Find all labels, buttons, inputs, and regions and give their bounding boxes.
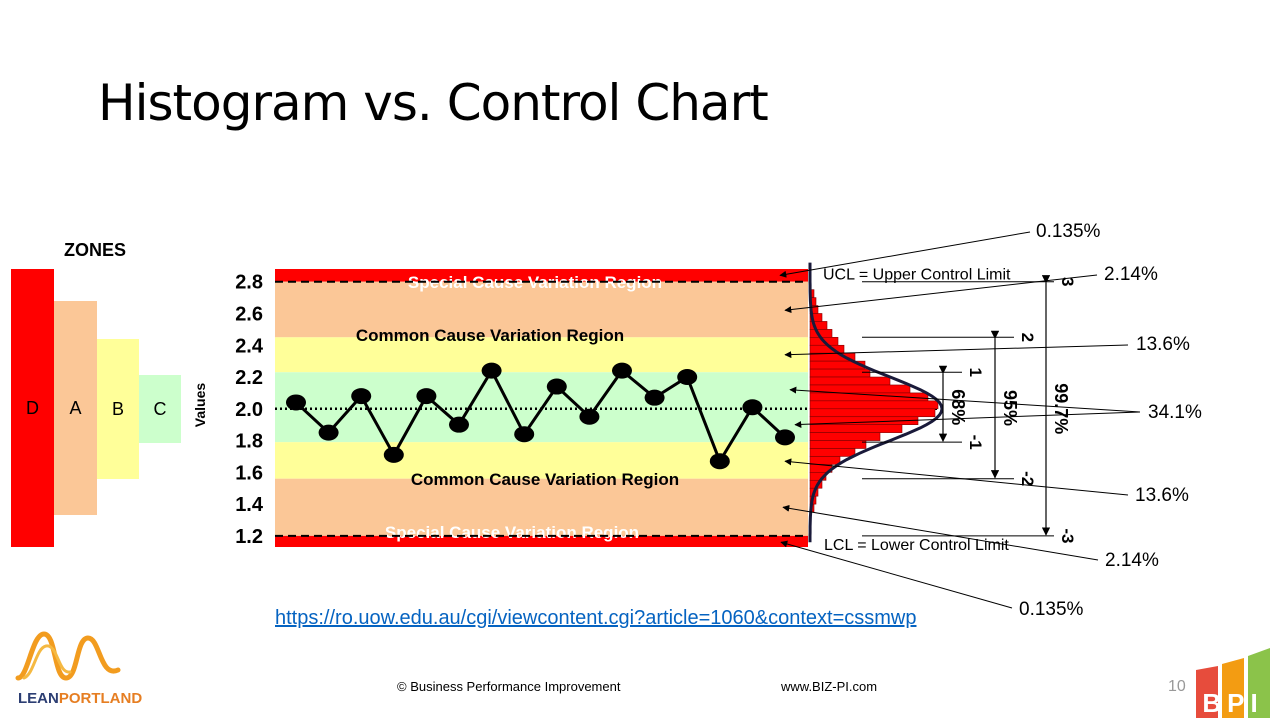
sigma-label-1: 2 — [1018, 333, 1037, 342]
annotation-arrow-5 — [784, 458, 1129, 496]
y-tick-label-1: 1.4 — [235, 494, 264, 516]
ucl-label: UCL = Upper Control Limit — [823, 267, 1011, 284]
data-point-10 — [612, 362, 632, 379]
histogram-bar-17 — [809, 424, 903, 433]
histogram-bar-11 — [809, 376, 891, 386]
zone-a: A — [54, 301, 97, 515]
histogram-bar-13 — [809, 392, 929, 402]
band-common_mid-2 — [275, 337, 808, 373]
band-common_outer-1 — [275, 281, 808, 338]
annotation-label-5: 13.6% — [1135, 485, 1189, 506]
data-point-15 — [775, 429, 795, 446]
annotation-arrow-4 — [794, 411, 1141, 428]
data-point-7 — [514, 426, 535, 443]
zone-c: C — [139, 375, 181, 443]
lcl-label: LCL = Lower Control Limit — [824, 537, 1009, 554]
annotation-arrow-3 — [789, 386, 1141, 413]
zone-b: B — [97, 339, 139, 479]
histogram-bar-18 — [809, 432, 881, 441]
y-tick-label-4: 2.0 — [235, 399, 263, 421]
sigma-label-0: 3 — [1058, 277, 1077, 286]
data-point-2 — [351, 388, 372, 405]
data-point-5 — [449, 416, 469, 433]
logo-part-portland: PORTLAND — [58, 690, 143, 707]
annotation-arrow-7 — [780, 540, 1013, 609]
logo-part-lean: LEAN — [18, 690, 59, 707]
data-point-14 — [742, 399, 763, 416]
annotation-label-3: 34.1% — [1148, 402, 1202, 423]
sigma-label-3: -1 — [966, 435, 985, 450]
histogram-bar-21 — [809, 456, 841, 465]
data-point-0 — [286, 394, 306, 411]
band-special-6 — [275, 535, 808, 547]
source-link[interactable]: https://ro.uow.edu.au/cgi/viewcontent.cg… — [275, 607, 917, 629]
y-tick-label-8: 2.8 — [235, 272, 263, 294]
page-title: Histogram vs. Control Chart — [98, 74, 769, 132]
histogram-bar-14 — [809, 400, 939, 410]
bpi-logo: BPI — [1196, 648, 1270, 718]
histogram-bar-15 — [809, 408, 936, 418]
y-tick-label-7: 2.6 — [235, 303, 263, 325]
sigma-label-4: -2 — [1018, 471, 1037, 486]
y-tick-label-6: 2.4 — [235, 335, 264, 357]
zones-label: ZONES — [64, 240, 127, 260]
data-point-6 — [481, 362, 502, 379]
footer-website: www.BIZ-PI.com — [781, 679, 878, 694]
y-tick-label-3: 1.8 — [235, 431, 263, 453]
data-point-9 — [579, 408, 600, 425]
histogram-bar-20 — [809, 448, 856, 457]
data-point-3 — [383, 446, 404, 463]
data-point-1 — [318, 424, 339, 441]
span-label-1: 95% — [1000, 390, 1020, 426]
annotation-label-0: 0.135% — [1036, 221, 1101, 242]
data-point-11 — [644, 389, 665, 406]
annotation-arrow-1 — [784, 274, 1098, 314]
annotation-arrow-6 — [782, 504, 1099, 561]
band-label-6: Special Cause Variation Region — [385, 523, 639, 542]
lean-portland-logo-icon — [15, 631, 121, 681]
zone-d: D — [11, 269, 54, 547]
bpi-logo-text: BPI — [1202, 688, 1263, 718]
y-axis-label: Values — [192, 383, 208, 428]
data-point-4 — [416, 388, 437, 405]
y-tick-label-2: 1.6 — [235, 462, 263, 484]
span-label-2: 99.7% — [1051, 383, 1071, 434]
sigma-label-5: -3 — [1058, 528, 1077, 543]
histogram-bar-10 — [809, 368, 871, 378]
data-point-13 — [709, 453, 730, 470]
annotation-arrow-2 — [784, 344, 1129, 359]
band-label-4: Common Cause Variation Region — [411, 470, 679, 489]
band-common_outer-5 — [275, 478, 808, 536]
histogram-bar-19 — [809, 440, 867, 449]
annotation-label-2: 13.6% — [1136, 334, 1190, 355]
data-point-12 — [677, 369, 698, 386]
series-line — [294, 367, 787, 465]
span-label-0: 68% — [948, 389, 968, 425]
y-tick-label-5: 2.2 — [235, 367, 263, 389]
band-label-2: Common Cause Variation Region — [356, 326, 624, 345]
footer-copyright: © Business Performance Improvement — [397, 679, 621, 694]
y-tick-label-0: 1.2 — [235, 526, 263, 548]
lean-portland-wordmark: LEANPORTLAND — [18, 690, 142, 707]
band-special-0 — [275, 269, 808, 282]
annotation-label-7: 0.135% — [1019, 599, 1084, 620]
annotation-label-6: 2.14% — [1105, 550, 1159, 571]
annotation-label-1: 2.14% — [1104, 264, 1158, 285]
sigma-label-2: 1 — [966, 368, 985, 377]
data-point-8 — [546, 378, 567, 395]
annotation-arrow-0 — [779, 231, 1031, 278]
page-number: 10 — [1168, 678, 1186, 695]
